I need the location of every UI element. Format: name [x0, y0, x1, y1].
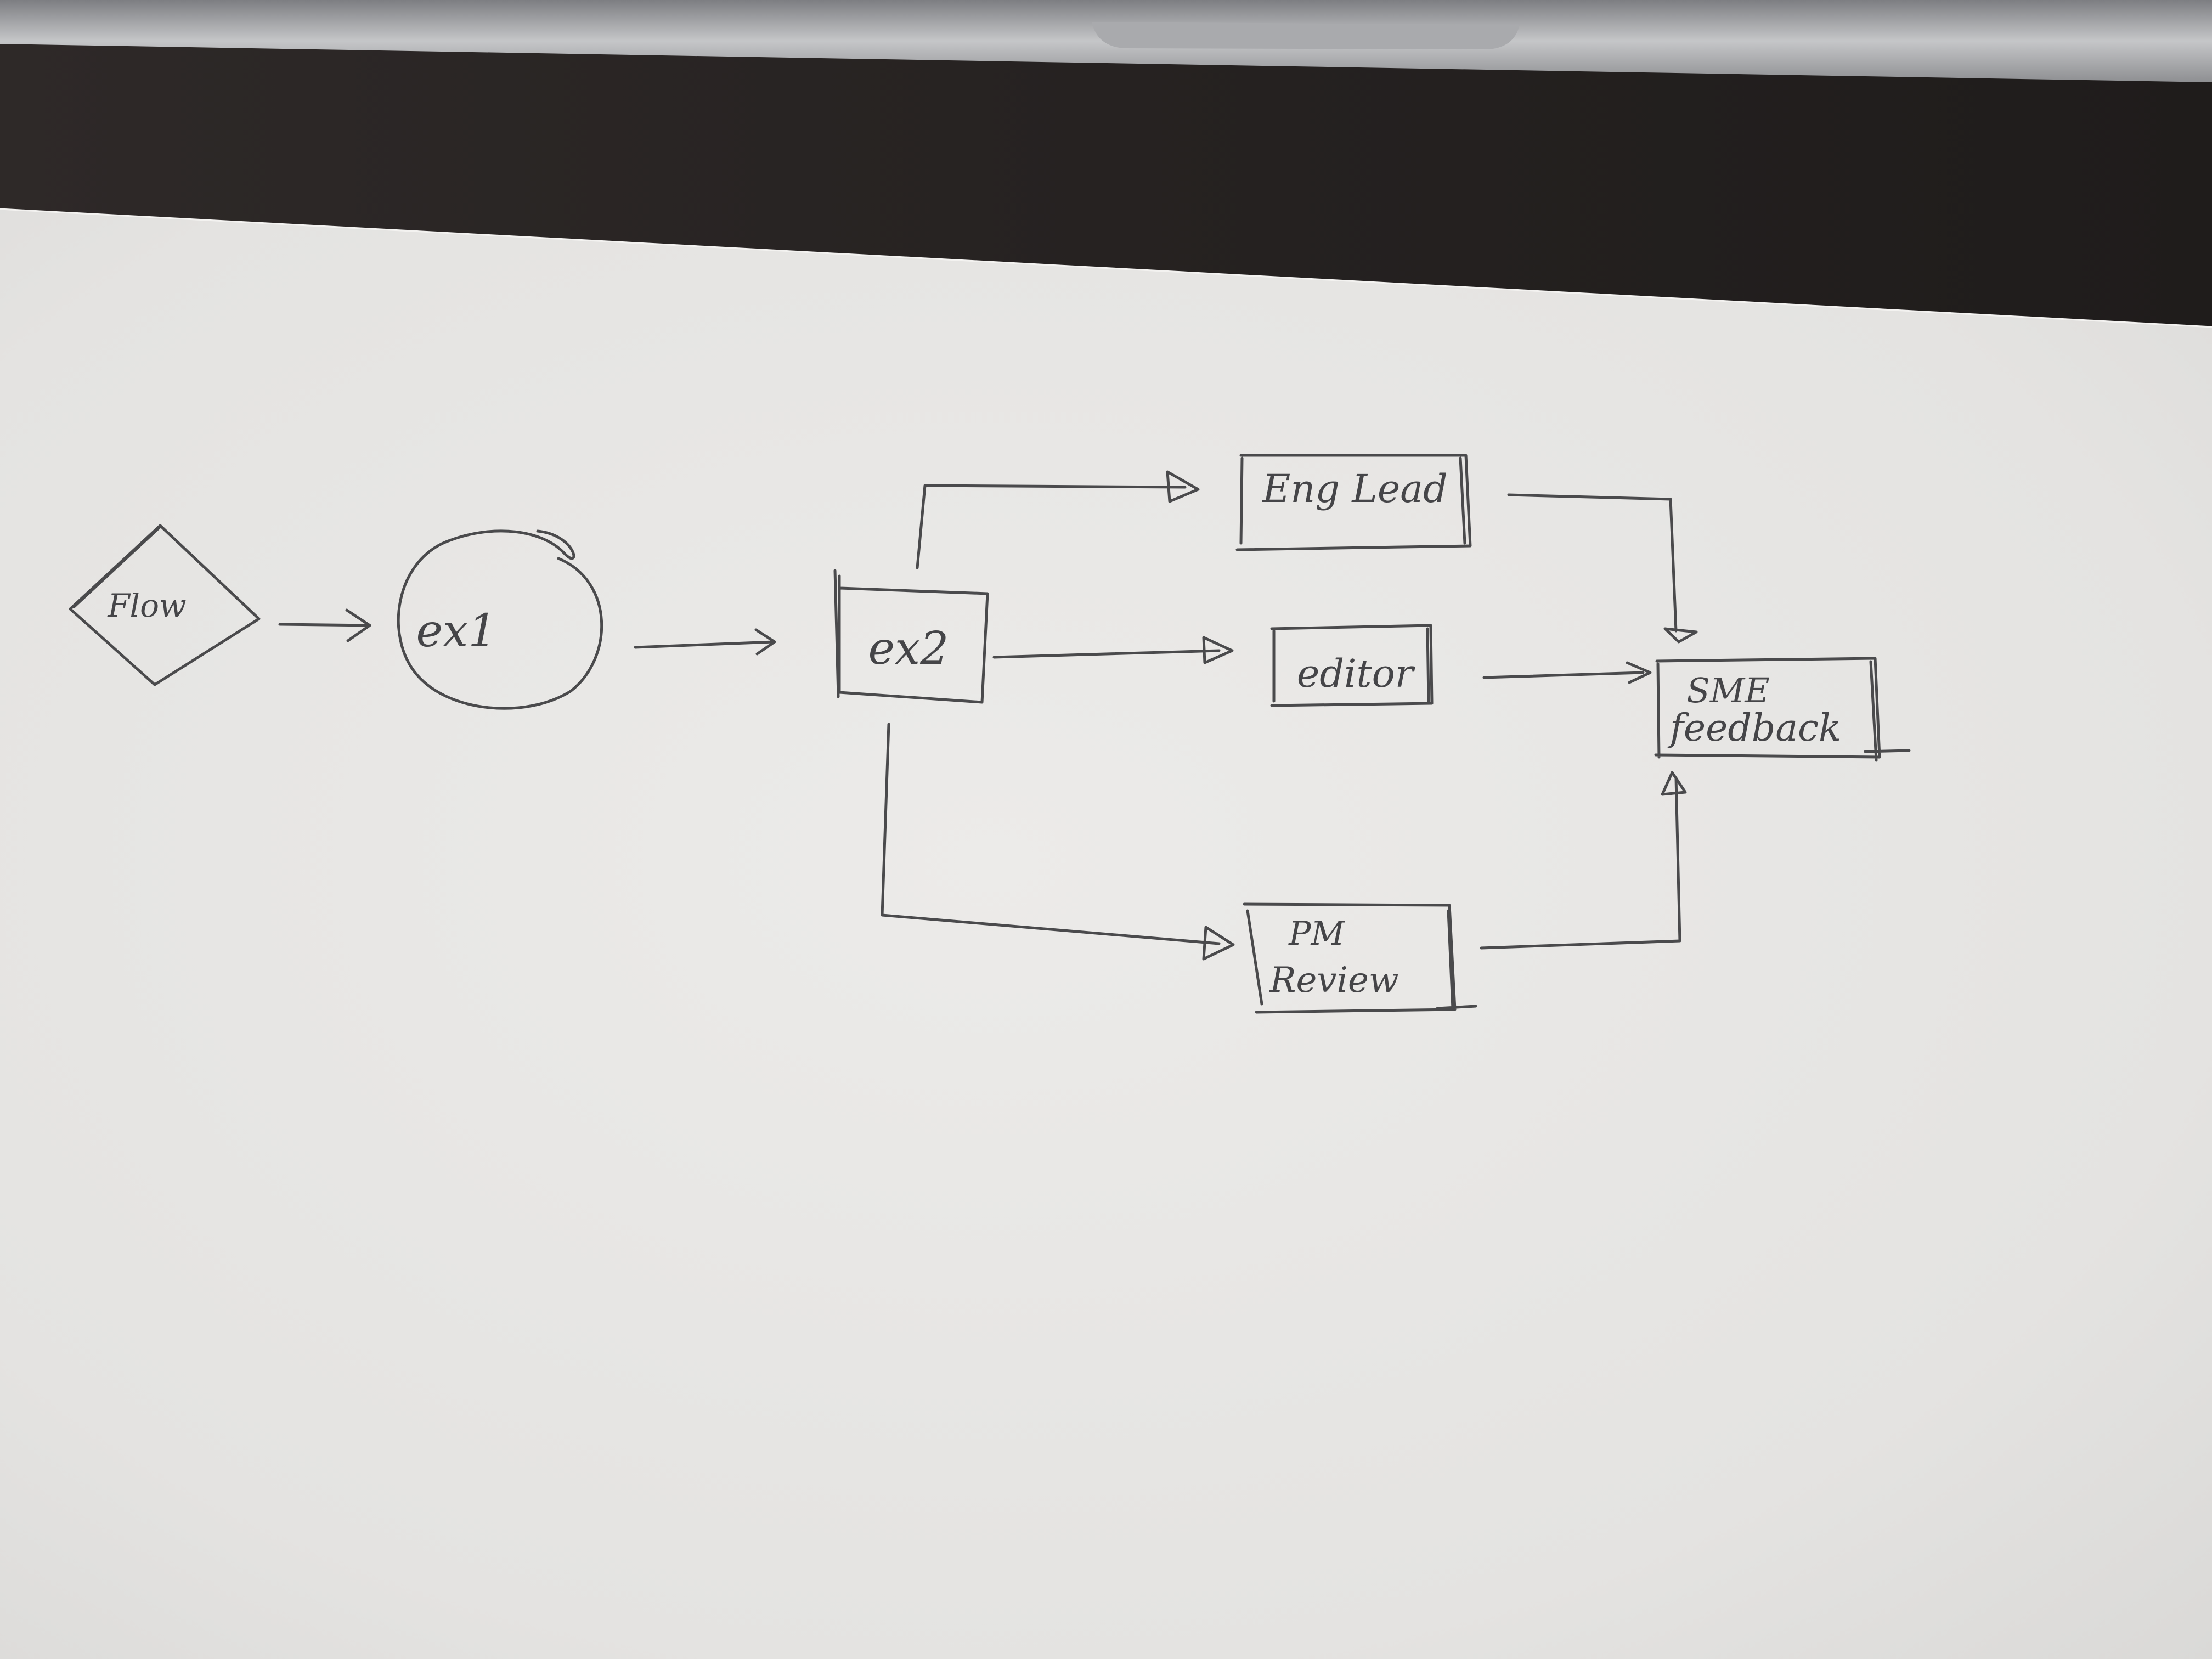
node-pm-review: PM Review	[1243, 902, 1477, 1014]
arrow-head	[1663, 627, 1698, 644]
node-ex2: ex2	[833, 569, 989, 704]
box-shape	[1654, 657, 1911, 762]
box-shape	[833, 569, 989, 704]
laptop-hinge-notch	[1092, 22, 1520, 49]
edge-ex2-eng-lead	[916, 470, 1200, 569]
paper-edge	[0, 208, 2212, 328]
arrow-head	[345, 608, 371, 642]
node-editor-label: editor	[1297, 651, 1415, 696]
node-pm-review-label-line1: PM	[1288, 915, 1345, 953]
edge-flow-ex1	[278, 608, 371, 642]
edge-line	[1507, 493, 1678, 633]
arrow-head	[1661, 771, 1687, 796]
node-sme-feedback: SME feedback	[1654, 657, 1911, 762]
edge-ex2-editor	[992, 636, 1234, 664]
node-ex1: ex1	[397, 529, 603, 710]
box-shape	[1270, 624, 1434, 707]
arrow-head	[1202, 926, 1235, 961]
edge-line	[916, 484, 1187, 569]
node-eng-lead-label: Eng Lead	[1261, 466, 1448, 511]
edge-pm-review-sme	[1480, 771, 1687, 950]
node-editor: editor	[1270, 624, 1434, 707]
node-flow: Flow	[69, 524, 261, 686]
arrow-head	[1626, 661, 1652, 684]
circle-shape	[397, 529, 603, 710]
box-shape	[1235, 454, 1472, 551]
node-ex2-label: ex2	[868, 623, 949, 675]
arrow-head	[1166, 470, 1200, 503]
edge-line	[992, 649, 1221, 659]
edge-line	[278, 623, 370, 627]
arrow-head	[1202, 636, 1234, 664]
edge-line	[881, 723, 1221, 945]
diamond-shape	[69, 524, 261, 686]
edge-line	[1482, 671, 1645, 679]
edge-line	[634, 640, 775, 649]
node-flow-label: Flow	[107, 587, 186, 624]
node-ex1-label: ex1	[416, 605, 497, 657]
node-pm-review-label-line2: Review	[1269, 960, 1398, 1001]
arrow-head	[754, 628, 776, 656]
edge-ex2-pm-review	[881, 723, 1235, 961]
node-sme-feedback-label-line1: SME	[1686, 670, 1769, 710]
box-shape	[1243, 902, 1477, 1014]
edge-ex1-ex2	[634, 628, 776, 656]
edge-line	[1480, 776, 1681, 950]
edge-editor-sme	[1482, 661, 1652, 684]
edge-eng-lead-sme	[1507, 493, 1698, 644]
node-sme-feedback-label-line2: feedback	[1667, 707, 1842, 750]
node-eng-lead: Eng Lead	[1235, 454, 1472, 551]
